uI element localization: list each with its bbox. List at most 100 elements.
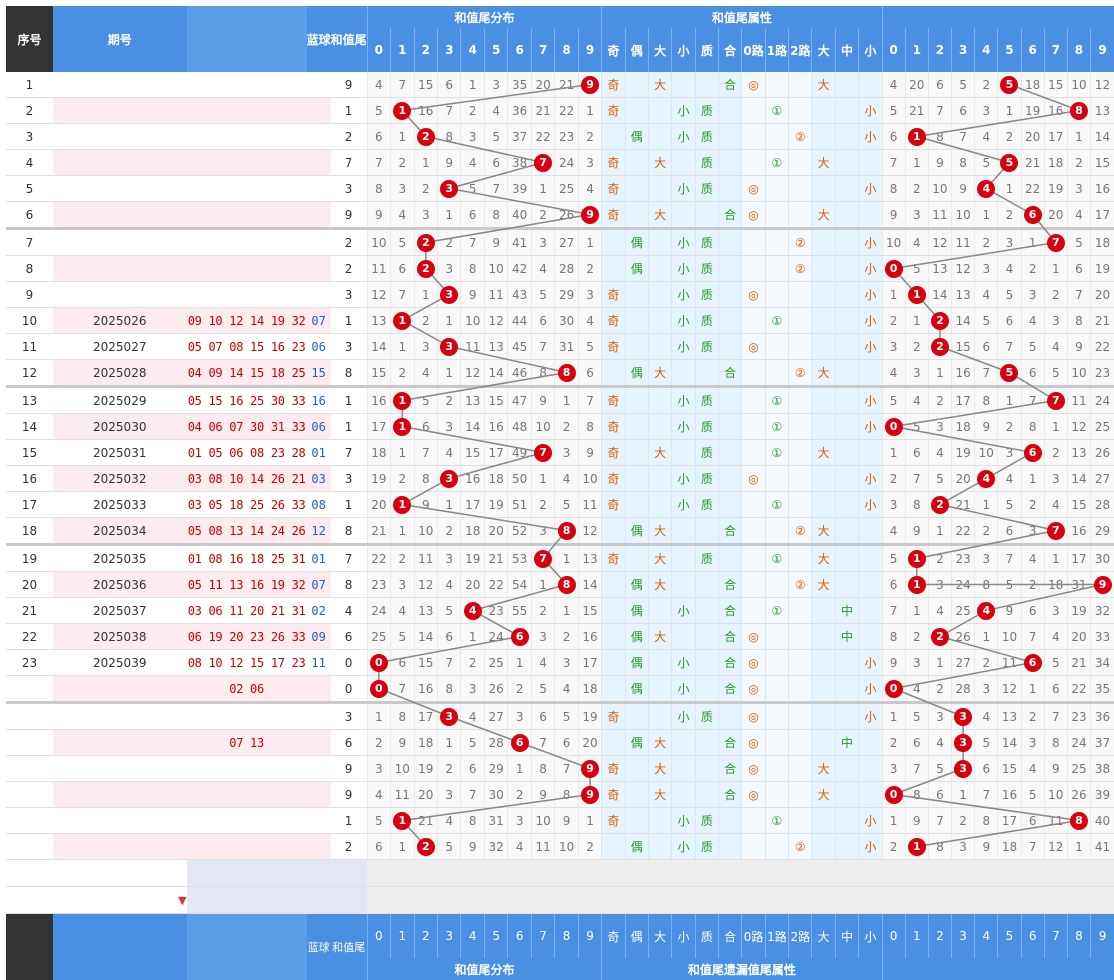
dist-cell: 8 bbox=[391, 703, 414, 730]
attr-cell bbox=[695, 360, 718, 387]
dist-cell: 37 bbox=[508, 124, 531, 150]
attr-cell bbox=[765, 782, 788, 808]
dist-cell: 11 bbox=[414, 545, 437, 572]
dist-ball: 4 bbox=[464, 602, 482, 620]
miss-ball: 8 bbox=[1070, 812, 1088, 830]
attr-cell bbox=[812, 598, 835, 624]
attr-cell bbox=[719, 229, 742, 256]
dist-ball: 2 bbox=[417, 260, 435, 278]
attr-cell: 小 bbox=[859, 676, 882, 703]
attr-cell bbox=[789, 466, 812, 492]
dist-cell: 7 bbox=[414, 440, 437, 466]
attr-cell bbox=[695, 756, 718, 782]
attr-cell bbox=[742, 150, 765, 176]
attr-cell bbox=[835, 808, 858, 834]
dist-cell: 3 bbox=[531, 518, 554, 545]
dist-cell: 1 bbox=[578, 98, 601, 124]
attr-cell: ① bbox=[765, 308, 788, 334]
attr-cell: ◎ bbox=[742, 176, 765, 202]
attr-cell: 小 bbox=[672, 834, 695, 860]
row-red-numbers bbox=[187, 256, 307, 282]
attr-cell bbox=[719, 834, 742, 860]
dist-ball: 1 bbox=[393, 812, 411, 830]
row-issue bbox=[53, 730, 187, 756]
miss-cell: 17 bbox=[952, 387, 975, 414]
miss-ball: 3 bbox=[954, 734, 972, 752]
dist-cell: 2 bbox=[555, 414, 578, 440]
attr-cell bbox=[602, 256, 625, 282]
dist-cell: 11 bbox=[391, 782, 414, 808]
miss-cell: 4 bbox=[905, 676, 928, 703]
dist-cell: 12 bbox=[484, 308, 507, 334]
miss-cell: 6 bbox=[1021, 360, 1044, 387]
dist-cell: 1 bbox=[391, 808, 414, 834]
dist-cell: 6 bbox=[508, 624, 531, 650]
dist-cell: 29 bbox=[555, 282, 578, 308]
attr-cell: 质 bbox=[695, 414, 718, 440]
attr-cell bbox=[648, 598, 671, 624]
row-seq: 7 bbox=[6, 229, 53, 256]
dist-cell: 1 bbox=[391, 440, 414, 466]
row-blue-number: 01 bbox=[307, 545, 331, 572]
dist-cell: 7 bbox=[391, 72, 414, 98]
attr-cell bbox=[789, 650, 812, 676]
miss-cell: 20 bbox=[1044, 202, 1067, 229]
miss-cell: 1 bbox=[1021, 466, 1044, 492]
miss-cell: 10 bbox=[1067, 72, 1090, 98]
attr-cell: 大 bbox=[812, 440, 835, 466]
attr-cell bbox=[602, 124, 625, 150]
dist-section-header: 和值尾分布 bbox=[367, 6, 602, 28]
attr-cell: 奇 bbox=[602, 387, 625, 414]
miss-cell: 21 bbox=[905, 98, 928, 124]
attr-cell bbox=[648, 466, 671, 492]
attr-cell bbox=[625, 308, 648, 334]
row-sum-tail: 1 bbox=[331, 808, 368, 834]
miss-cell: 33 bbox=[1091, 624, 1114, 650]
miss-cell: 4 bbox=[905, 387, 928, 414]
miss-cell: 4 bbox=[928, 730, 951, 756]
dist-cell: 2 bbox=[414, 308, 437, 334]
miss-cell: 9 bbox=[952, 176, 975, 202]
row-red-numbers: 03 05 18 25 26 33 bbox=[187, 492, 307, 518]
miss-cell: 1 bbox=[998, 98, 1021, 124]
miss-cell: 2 bbox=[882, 308, 905, 334]
row-seq: 1 bbox=[6, 72, 53, 98]
attr-cell: 合 bbox=[719, 598, 742, 624]
attr-cell bbox=[859, 730, 882, 756]
miss-cell: 5 bbox=[1021, 782, 1044, 808]
row-seq: 3 bbox=[6, 124, 53, 150]
row-red-numbers: 05 07 08 15 16 23 bbox=[187, 334, 307, 360]
footer-miss-digit: 8 bbox=[1067, 914, 1090, 959]
sort-arrow-icon[interactable]: ▼ bbox=[178, 894, 186, 907]
row-seq: 20 bbox=[6, 572, 53, 598]
miss-cell: 8 bbox=[928, 834, 951, 860]
attr-cell: 偶 bbox=[625, 624, 648, 650]
dist-cell: 7 bbox=[438, 650, 461, 676]
dist-cell: 3 bbox=[461, 676, 484, 703]
miss-cell: 7 bbox=[975, 782, 998, 808]
dist-cell: 4 bbox=[438, 440, 461, 466]
attr-cell: ◎ bbox=[742, 72, 765, 98]
attr-cell bbox=[742, 98, 765, 124]
miss-cell: 3 bbox=[1044, 308, 1067, 334]
attr-cell: 奇 bbox=[602, 202, 625, 229]
miss-cell: 23 bbox=[1067, 703, 1090, 730]
dist-cell: 55 bbox=[508, 598, 531, 624]
attr-cell bbox=[648, 256, 671, 282]
dist-cell: 10 bbox=[391, 756, 414, 782]
dist-cell: 4 bbox=[531, 650, 554, 676]
dist-ball: 3 bbox=[440, 470, 458, 488]
miss-cell: 37 bbox=[1091, 730, 1114, 756]
miss-cell: 22 bbox=[952, 518, 975, 545]
dist-cell: 31 bbox=[555, 334, 578, 360]
attr-cell: 偶 bbox=[625, 730, 648, 756]
attr-cell: 小 bbox=[672, 703, 695, 730]
dist-cell: 4 bbox=[578, 308, 601, 334]
row-issue bbox=[53, 834, 187, 860]
attr-cell: ◎ bbox=[742, 202, 765, 229]
row-issue bbox=[53, 808, 187, 834]
